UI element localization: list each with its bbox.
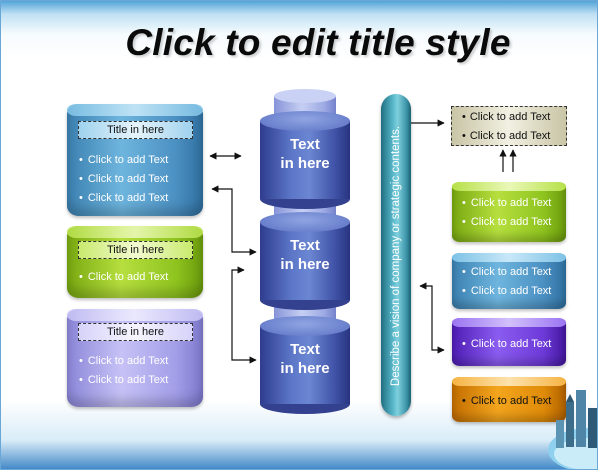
cylinder-label: Text in here: [260, 135, 350, 173]
cylinder-top: [260, 316, 350, 336]
list-item[interactable]: Click to add Text: [462, 127, 551, 146]
cylinder-label-line1[interactable]: Text: [290, 237, 320, 254]
list-item[interactable]: Click to add Text: [79, 151, 169, 170]
cylinder-body: [260, 326, 350, 404]
right-panel-blue[interactable]: Click to add Text Click to add Text: [452, 253, 566, 309]
list-item[interactable]: Click to add Text: [79, 189, 169, 208]
panel-heading[interactable]: Title in here: [78, 241, 193, 259]
panel-cap: [452, 182, 566, 191]
elbow-arrow: [211, 185, 257, 256]
left-panel-green[interactable]: Title in here Click to add Text: [67, 226, 203, 298]
list-item[interactable]: Click to add Text: [79, 268, 169, 287]
center-cylinder-3[interactable]: Text in here: [260, 316, 350, 416]
panel-bullet-list: Click to add Text Click to add Text Clic…: [79, 151, 169, 208]
list-item[interactable]: Click to add Text: [79, 170, 169, 189]
cylinder-top: [260, 111, 350, 131]
right-note-box[interactable]: Click to add Text Click to add Text: [451, 106, 567, 146]
panel-heading[interactable]: Title in here: [78, 121, 193, 139]
cylinder-top: [260, 212, 350, 232]
list-item[interactable]: Click to add Text: [462, 108, 551, 127]
left-panel-blue[interactable]: Title in here Click to add Text Click to…: [67, 104, 203, 216]
elbow-arrow: [231, 266, 257, 364]
right-panel-purple[interactable]: Click to add Text: [452, 318, 566, 366]
panel-bullet-list: Click to add Text: [462, 335, 552, 354]
note-bullet-list: Click to add Text Click to add Text: [462, 108, 551, 146]
panel-cap: [67, 309, 203, 321]
panel-bullet-list: Click to add Text: [462, 392, 552, 411]
panel-cap: [67, 226, 203, 238]
panel-bullet-list: Click to add Text Click to add Text: [462, 263, 552, 301]
cylinder-label-line1[interactable]: Text: [290, 136, 320, 153]
panel-cap: [452, 318, 566, 327]
list-item[interactable]: Click to add Text: [79, 371, 169, 390]
elbow-arrow: [419, 282, 445, 354]
cylinder-label: Text in here: [260, 340, 350, 378]
panel-cap: [452, 253, 566, 262]
right-panel-green[interactable]: Click to add Text Click to add Text: [452, 182, 566, 242]
cylinder-neck-cap: [274, 89, 336, 103]
vision-pill[interactable]: [381, 94, 411, 416]
panel-cap: [452, 377, 566, 386]
list-item[interactable]: Click to add Text: [462, 263, 552, 282]
panel-bullet-list: Click to add Text Click to add Text: [462, 194, 552, 232]
cylinder-label-line1[interactable]: Text: [290, 341, 320, 358]
cylinder-label: Text in here: [260, 236, 350, 274]
slide-title[interactable]: Click to edit title style: [125, 22, 511, 63]
center-cylinder-2[interactable]: Text in here: [260, 212, 350, 312]
cylinder-label-line2[interactable]: in here: [280, 155, 330, 172]
cylinder-label-line2[interactable]: in here: [280, 360, 330, 377]
list-item[interactable]: Click to add Text: [462, 392, 552, 411]
cylinder-body: [260, 222, 350, 300]
list-item[interactable]: Click to add Text: [79, 352, 169, 371]
panel-bullet-list: Click to add Text: [79, 268, 169, 287]
left-panel-lavender[interactable]: Title in here Click to add Text Click to…: [67, 309, 203, 407]
list-item[interactable]: Click to add Text: [462, 213, 552, 232]
panel-heading[interactable]: Title in here: [78, 323, 193, 341]
panel-bullet-list: Click to add Text Click to add Text: [79, 352, 169, 390]
list-item[interactable]: Click to add Text: [462, 335, 552, 354]
panel-cap: [67, 104, 203, 116]
cylinder-body: [260, 121, 350, 199]
city-globe-decoration: [548, 390, 598, 470]
vision-pill-text[interactable]: Describe a vision of company or strategi…: [390, 125, 402, 387]
cylinder-label-line2[interactable]: in here: [280, 256, 330, 273]
list-item[interactable]: Click to add Text: [462, 194, 552, 213]
right-panel-orange[interactable]: Click to add Text: [452, 377, 566, 422]
list-item[interactable]: Click to add Text: [462, 282, 552, 301]
center-cylinder-1[interactable]: Text in here: [260, 111, 350, 211]
